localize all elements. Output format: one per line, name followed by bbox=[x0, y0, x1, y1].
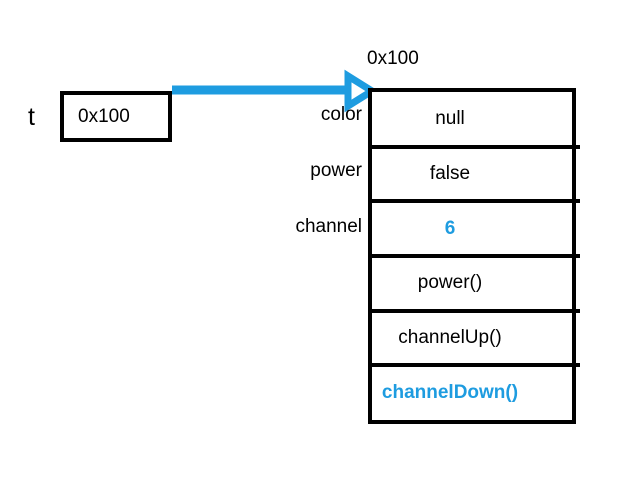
reference-variable-box: 0x100 bbox=[60, 91, 172, 142]
object-method-channel-down: channelDown() bbox=[381, 381, 519, 403]
object-method-power: power() bbox=[417, 272, 483, 294]
object-row: false bbox=[368, 144, 580, 202]
object-field-value-channel: 6 bbox=[444, 217, 456, 239]
object-row: channelDown() bbox=[368, 363, 580, 420]
field-label-power: power bbox=[310, 160, 362, 181]
field-label-color: color bbox=[320, 104, 362, 125]
arrow-head-icon bbox=[344, 69, 379, 113]
object-row: 6 bbox=[368, 199, 580, 256]
reference-variable-name: t bbox=[28, 103, 35, 131]
field-labels-layer: color power channel bbox=[170, 88, 362, 424]
object-address-label: 0x100 bbox=[367, 48, 419, 69]
reference-variable-value: 0x100 bbox=[78, 105, 130, 127]
object-field-value-color: null bbox=[435, 108, 465, 130]
object-method-channel-up: channelUp() bbox=[398, 327, 502, 349]
object-box: null false 6 power() channelUp() channel… bbox=[368, 88, 580, 424]
reference-arrow bbox=[172, 69, 379, 113]
field-label-channel: channel bbox=[295, 216, 362, 237]
object-row: power() bbox=[368, 254, 580, 311]
object-rows: null false 6 power() channelUp() channel… bbox=[368, 92, 580, 420]
object-row: channelUp() bbox=[368, 308, 580, 366]
object-row: null bbox=[372, 92, 572, 147]
object-field-value-power: false bbox=[429, 163, 471, 184]
